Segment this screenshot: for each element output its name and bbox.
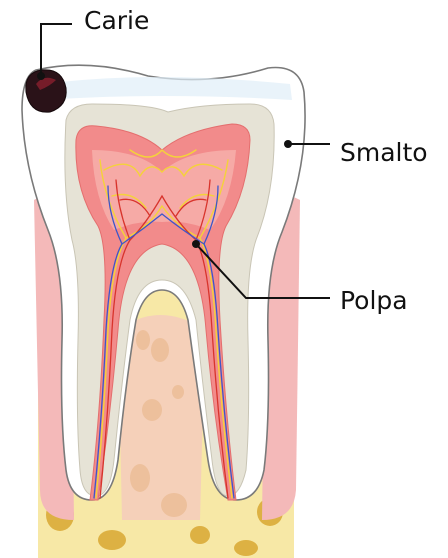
label-polpa: Polpa — [340, 288, 408, 313]
label-carie: Carie — [84, 8, 149, 33]
pointer-dot-polpa — [192, 240, 200, 248]
pointer-dot-smalto — [284, 140, 292, 148]
label-smalto: Smalto — [340, 140, 428, 165]
caries-lesion — [26, 70, 66, 112]
pointer-dot-carie — [37, 72, 45, 80]
